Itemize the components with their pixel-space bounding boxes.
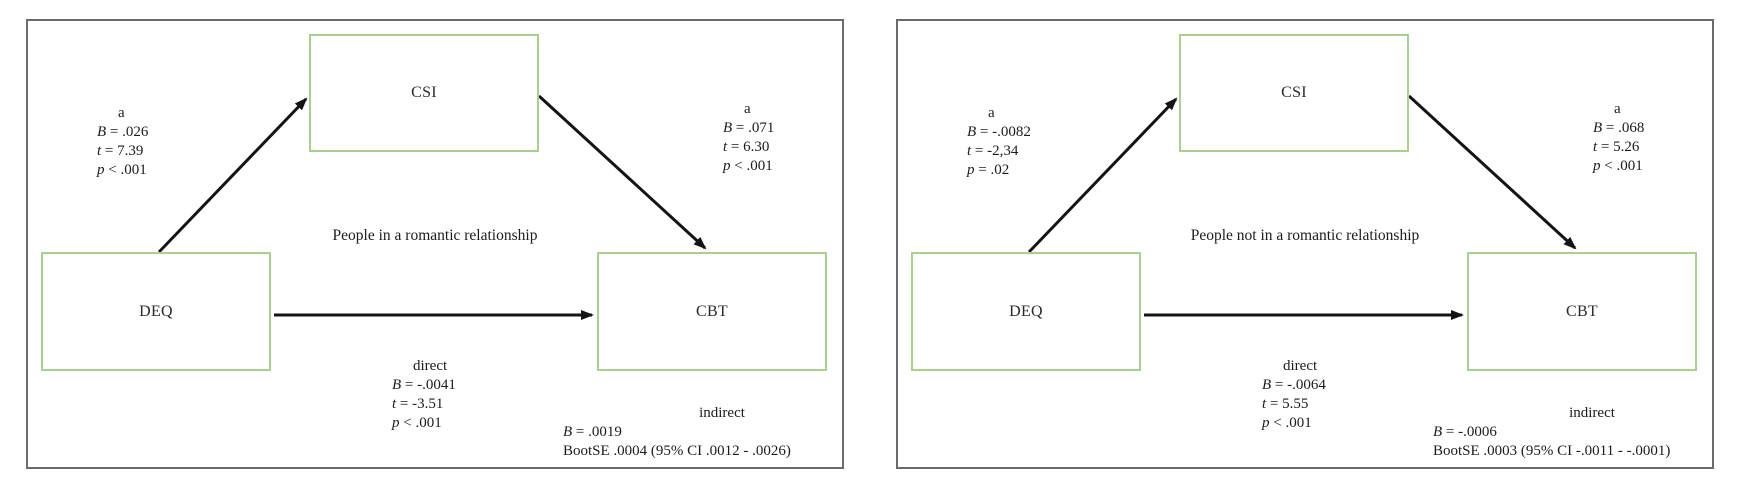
stat-line-p: p < .001 (1593, 158, 1643, 174)
mediator-box-csi: CSI (1179, 34, 1409, 152)
group-label: People in a romantic relationship (332, 227, 538, 244)
path-a-stats: a B = .026 t = 7.39 p < .001 (97, 104, 148, 180)
stat-line-t: t = 6.30 (723, 139, 770, 155)
direct-effect-label: direct (1283, 358, 1318, 374)
group-label: People not in a romantic relationship (1190, 227, 1420, 244)
indirect-effect-label: indirect (699, 405, 745, 421)
outcome-box-label: CBT (1565, 302, 1599, 320)
arrow-csi-to-cbt (1407, 94, 1577, 250)
stat-line-bootse: BootSE .0003 (95% CI -.0011 - -.0001) (1433, 443, 1671, 459)
path-a-stats: a B = -.0082 t = -2,34 p = .02 (967, 104, 1031, 180)
path-b-stats: a B = .068 t = 5.26 p < .001 (1593, 100, 1644, 176)
direct-effect-stats: direct B = -.0064 t = 5.55 p < .001 (1262, 357, 1326, 433)
stat-line-p: p = .02 (967, 162, 1010, 178)
stat-line-t: t = -3.51 (392, 396, 444, 412)
indirect-effect-label: indirect (1569, 405, 1615, 421)
path-b-label: a (1614, 101, 1621, 117)
mediator-box-label: CSI (1281, 84, 1307, 101)
stat-line-b: B = .071 (723, 120, 775, 136)
stat-line-t: t = 7.39 (97, 143, 144, 159)
stat-line-b: B = .026 (97, 124, 149, 140)
stat-line-t: t = 5.26 (1593, 139, 1640, 155)
stat-line-b: B = .068 (1593, 120, 1645, 136)
direct-effect-label: direct (413, 358, 448, 374)
panel-romantic: CSI DEQ CBT People in a romantic relatio… (26, 19, 844, 469)
predictor-box-label: DEQ (139, 302, 173, 320)
indirect-effect-stats: B = -.0006 BootSE .0003 (95% CI -.0011 -… (1433, 423, 1670, 461)
outcome-box-cbt: CBT (1467, 252, 1697, 371)
arrow-csi-to-cbt (537, 94, 707, 250)
stat-line-t: t = -2,34 (967, 143, 1019, 159)
path-b-label: a (744, 101, 751, 117)
stat-line-b: B = -.0006 (1433, 424, 1497, 440)
mediator-box-label: CSI (411, 84, 437, 101)
stat-line-b: B = -.0064 (1262, 377, 1326, 393)
path-a-label: a (118, 105, 125, 121)
stat-line-p: p < .001 (97, 162, 147, 178)
stat-line-b: B = -.0082 (967, 124, 1031, 140)
stat-line-p: p < .001 (723, 158, 773, 174)
mediator-box-csi: CSI (309, 34, 539, 152)
stat-line-p: p < .001 (392, 415, 442, 431)
predictor-box-deq: DEQ (911, 252, 1141, 371)
direct-effect-stats: direct B = -.0041 t = -3.51 p < .001 (392, 357, 456, 433)
stat-line-b: B = -.0041 (392, 377, 456, 393)
stat-line-bootse: BootSE .0004 (95% CI .0012 - .0026) (563, 443, 791, 459)
stat-line-t: t = 5.55 (1262, 396, 1309, 412)
path-a-label: a (988, 105, 995, 121)
outcome-box-cbt: CBT (597, 252, 827, 371)
indirect-effect-stats: B = .0019 BootSE .0004 (95% CI .0012 - .… (563, 423, 791, 461)
predictor-box-label: DEQ (1009, 302, 1043, 320)
outcome-box-label: CBT (695, 302, 729, 320)
path-b-stats: a B = .071 t = 6.30 p < .001 (723, 100, 774, 176)
panel-not-romantic: CSI DEQ CBT People not in a romantic rel… (896, 19, 1714, 469)
stat-line-b: B = .0019 (563, 424, 622, 440)
stat-line-p: p < .001 (1262, 415, 1312, 431)
predictor-box-deq: DEQ (41, 252, 271, 371)
